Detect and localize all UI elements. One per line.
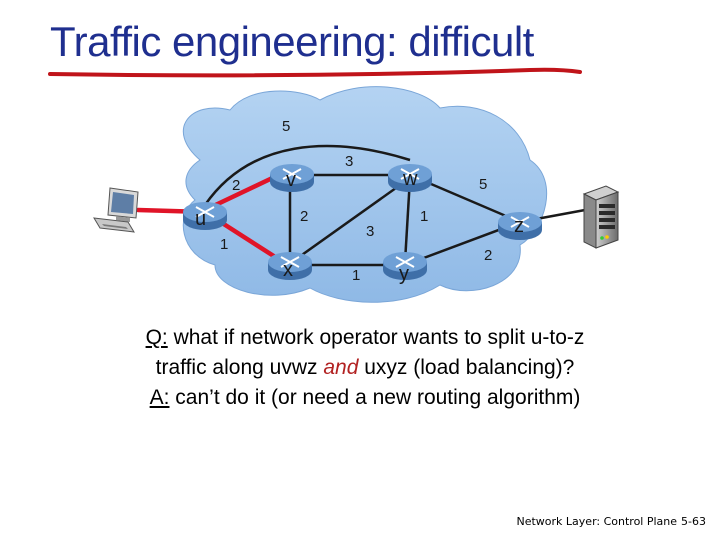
router-u-icon	[183, 202, 227, 230]
server-tower-icon	[582, 185, 620, 249]
answer-line: A: can’t do it (or need a new routing al…	[60, 383, 670, 413]
node-label-y: y	[399, 263, 409, 285]
cost-u-w: 5	[282, 118, 290, 135]
desktop-computer-icon	[93, 187, 139, 233]
footer-section: Network Layer: Control Plane	[516, 515, 678, 528]
network-cloud	[182, 86, 548, 303]
question-emphasis: and	[323, 356, 359, 379]
cost-x-y: 1	[352, 267, 360, 284]
answer-text: can’t do it (or need a new routing algor…	[169, 386, 581, 409]
cost-y-z: 2	[484, 247, 492, 264]
footer-page: 5-63	[681, 515, 706, 528]
cost-w-x: 3	[366, 223, 374, 240]
question-text-1: what if network operator wants to split …	[167, 326, 585, 349]
router-x-icon	[268, 252, 312, 280]
cost-u-v: 2	[232, 177, 240, 194]
router-y-icon	[383, 252, 427, 280]
cost-w-z: 5	[479, 176, 487, 193]
question-line-1: Q: what if network operator wants to spl…	[60, 323, 670, 353]
node-label-x: x	[283, 259, 293, 281]
cost-v-x: 2	[300, 208, 308, 225]
router-w-icon	[388, 164, 432, 192]
question-text-2a: traffic along uvwz	[155, 356, 324, 379]
cost-u-x: 1	[220, 236, 228, 253]
answer-prefix: A:	[149, 386, 170, 409]
question-prefix: Q:	[145, 326, 168, 349]
link-w-y	[403, 177, 412, 263]
cost-w-y: 1	[420, 208, 428, 225]
cost-v-w: 3	[345, 153, 353, 170]
question-answer-text: Q: what if network operator wants to spl…	[60, 323, 670, 413]
node-label-v: v	[286, 169, 296, 191]
link-w-x	[291, 176, 411, 264]
node-label-z: z	[514, 215, 524, 237]
question-text-2b: uxyz (load balancing)?	[358, 356, 575, 379]
title-underline	[48, 67, 582, 78]
router-v-icon	[270, 164, 314, 192]
network-diagram: v w u x y z 5 3 2 2 3 1 5 1 1 2	[93, 86, 620, 303]
node-label-u: u	[195, 208, 206, 230]
link-u-w	[203, 144, 411, 206]
router-z-icon	[498, 212, 542, 240]
node-label-w: w	[402, 168, 418, 190]
slide-title: Traffic engineering: difficult	[50, 18, 534, 65]
question-line-2: traffic along uvwz and uxyz (load balanc…	[60, 353, 670, 383]
